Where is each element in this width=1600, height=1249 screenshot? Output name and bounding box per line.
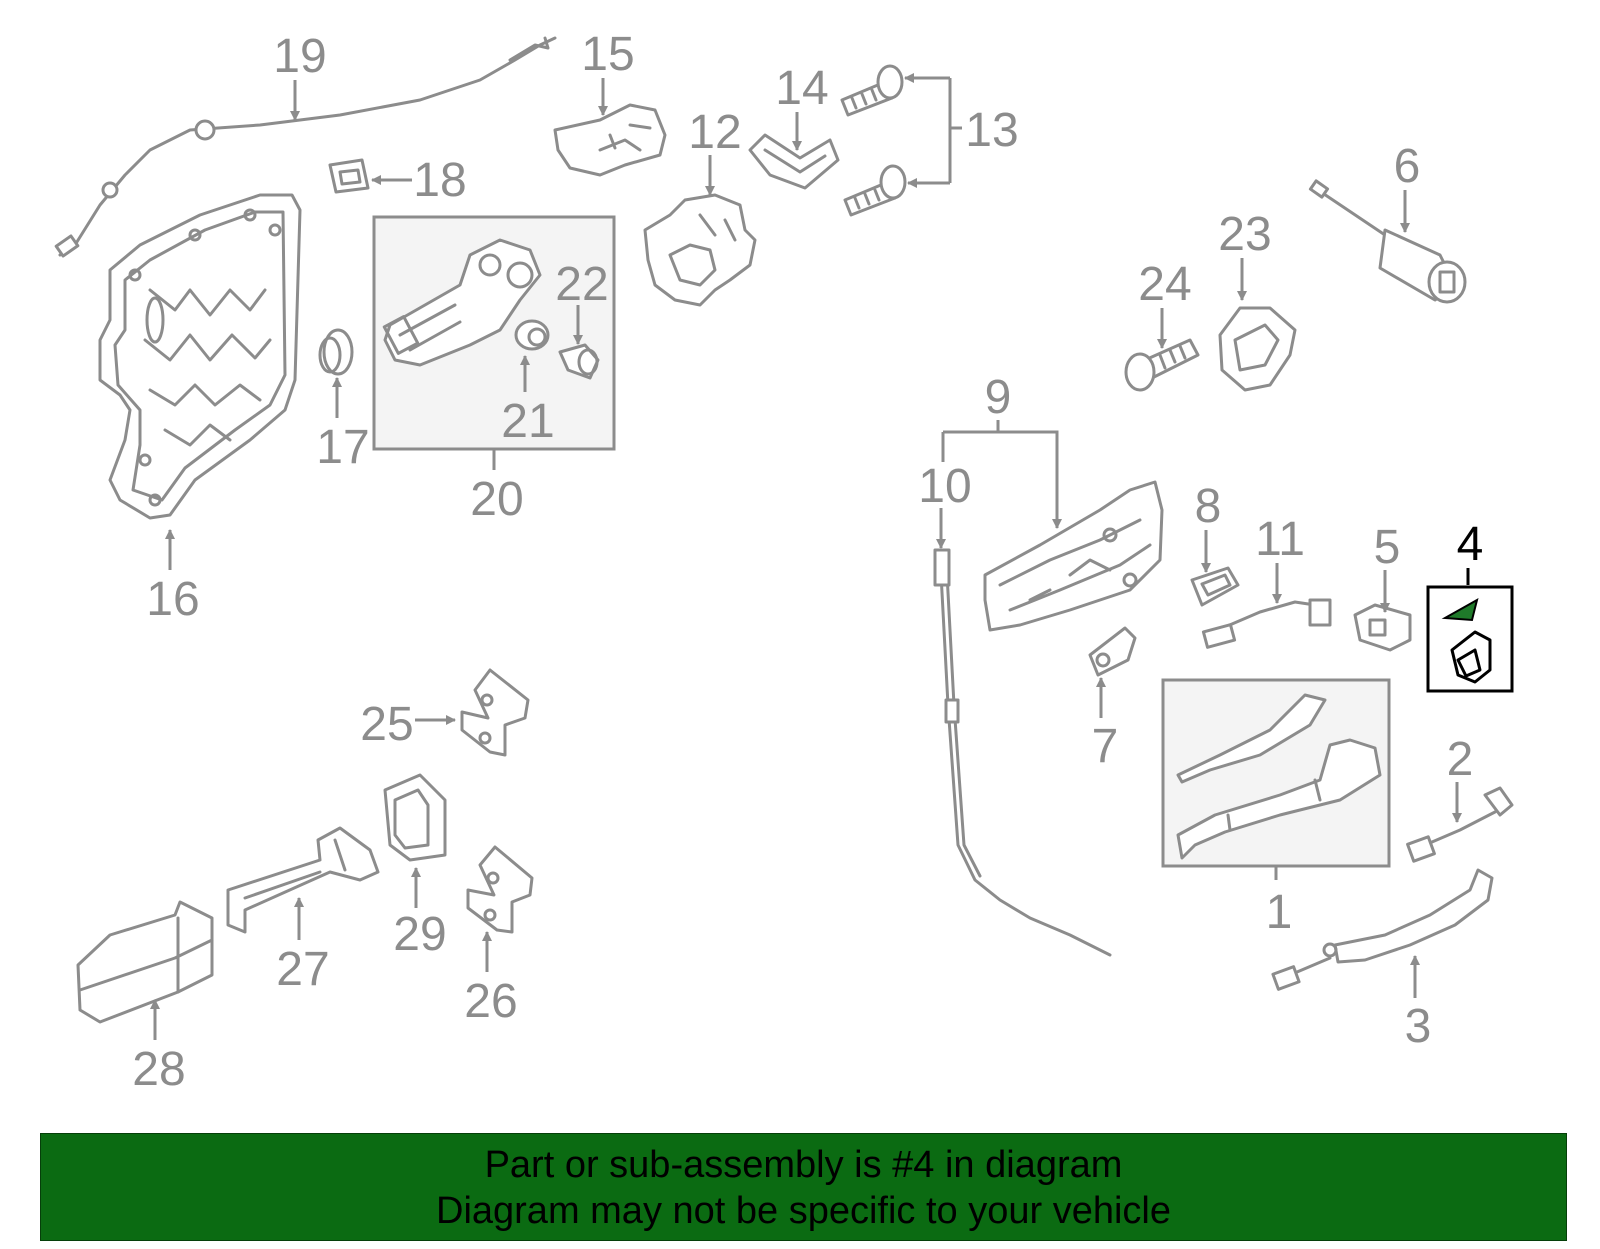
part-20-window-motor bbox=[382, 238, 542, 367]
part-23-striker bbox=[1218, 306, 1297, 392]
callout-10: 10 bbox=[918, 460, 971, 513]
part-15-lock-cover bbox=[553, 103, 667, 177]
part-11-antenna bbox=[1201, 598, 1332, 649]
part-7-gasket bbox=[1088, 626, 1137, 677]
banner-line-2: Diagram may not be specific to your vehi… bbox=[436, 1190, 1171, 1232]
part-27-check-strap bbox=[226, 826, 380, 934]
callout-14: 14 bbox=[775, 62, 828, 115]
callout-19: 19 bbox=[273, 30, 326, 83]
part-4-cap bbox=[1441, 597, 1492, 684]
part-14-striker-cover bbox=[748, 133, 840, 190]
part-12-latch bbox=[643, 193, 757, 307]
callout-5: 5 bbox=[1374, 521, 1401, 574]
part-24-bolt bbox=[1124, 338, 1200, 392]
callout-18: 18 bbox=[413, 154, 466, 207]
part-1-outer-handle bbox=[1176, 693, 1382, 860]
callout-28: 28 bbox=[132, 1043, 185, 1096]
part-21-bushing bbox=[514, 319, 550, 351]
callout-4: 4 bbox=[1457, 518, 1484, 571]
part-9-handle-carrier bbox=[983, 480, 1164, 632]
callout-21: 21 bbox=[501, 395, 554, 448]
part-16-door-module bbox=[98, 193, 302, 520]
part-13-screws bbox=[840, 64, 907, 217]
callout-27: 27 bbox=[276, 943, 329, 996]
callout-2: 2 bbox=[1447, 733, 1474, 786]
callout-9: 9 bbox=[985, 371, 1012, 424]
callout-8: 8 bbox=[1195, 480, 1222, 533]
part-29-seal bbox=[383, 773, 447, 862]
part-3-handle-trim bbox=[1271, 868, 1494, 991]
callout-12: 12 bbox=[688, 106, 741, 159]
callout-7: 7 bbox=[1092, 720, 1119, 773]
part-22-bolt bbox=[558, 343, 600, 380]
part-19-cable bbox=[54, 36, 557, 258]
callout-15: 15 bbox=[581, 28, 634, 81]
callout-17: 17 bbox=[316, 421, 369, 474]
part-2-wire bbox=[1406, 786, 1514, 863]
part-5-connector bbox=[1353, 603, 1412, 652]
callout-16: 16 bbox=[146, 573, 199, 626]
part-26-bracket bbox=[466, 845, 534, 934]
callout-25: 25 bbox=[360, 698, 413, 751]
banner-line-1: Part or sub-assembly is #4 in diagram bbox=[484, 1144, 1123, 1186]
info-banner: Part or sub-assembly is #4 in diagram Di… bbox=[40, 1133, 1567, 1241]
part-18-clip bbox=[328, 158, 370, 194]
callout-1: 1 bbox=[1266, 886, 1293, 939]
callout-6: 6 bbox=[1394, 140, 1421, 193]
part-25-bracket bbox=[460, 668, 530, 757]
callout-24: 24 bbox=[1138, 258, 1191, 311]
part-8-pad bbox=[1190, 566, 1240, 607]
part-17-grommet bbox=[318, 328, 354, 376]
callout-29: 29 bbox=[393, 908, 446, 961]
callout-11: 11 bbox=[1255, 513, 1305, 566]
callout-3: 3 bbox=[1405, 1000, 1432, 1053]
callout-23: 23 bbox=[1218, 208, 1271, 261]
callout-26: 26 bbox=[464, 975, 517, 1028]
part-10-rod bbox=[933, 548, 1112, 957]
callout-13: 13 bbox=[965, 104, 1018, 157]
callout-20: 20 bbox=[470, 473, 523, 526]
callout-22: 22 bbox=[555, 258, 608, 311]
part-28-cover bbox=[76, 900, 214, 1024]
parts-diagram: 19 18 16 17 21 22 bbox=[54, 28, 1514, 1096]
part-6-lock-cylinder bbox=[1308, 179, 1467, 304]
